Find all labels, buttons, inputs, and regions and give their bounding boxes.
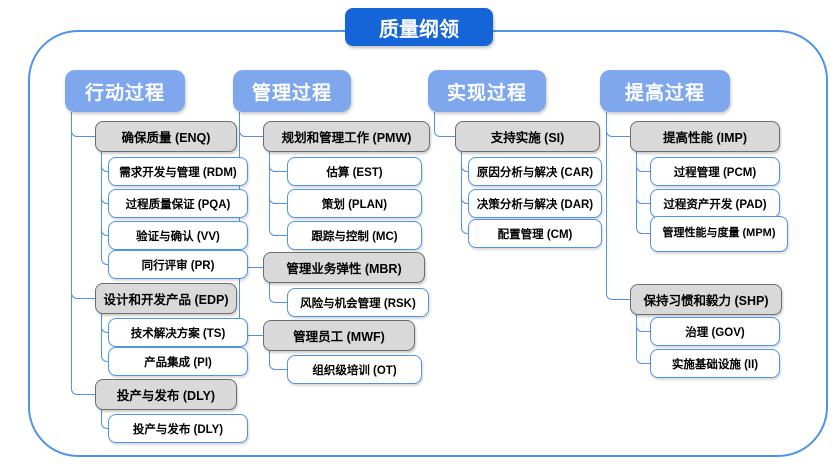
node-rsk: 风险与机会管理 (RSK) [287,288,429,317]
node-pcm: 过程管理 (PCM) [650,157,780,186]
node-edp: 设计和开发产品 (EDP) [95,283,237,314]
column-header-action: 行动过程 [65,70,185,112]
node-pi: 产品集成 (PI) [108,347,248,376]
node-imp: 提高性能 (IMP) [630,121,780,152]
node-pr: 同行评审 (PR) [108,250,248,279]
node-mc: 跟踪与控制 (MC) [287,221,422,250]
node-mbr: 管理业务弹性 (MBR) [263,252,425,283]
node-dly: 投产与发布 (DLY) [95,379,237,410]
connector-elbow [269,349,288,370]
node-mpm: 管理性能与度量 (MPM) [650,216,788,252]
node-pad: 过程资产开发 (PAD) [650,189,780,218]
node-rdm: 需求开发与管理 (RDM) [108,157,248,186]
connector-elbow [101,312,109,362]
node-shp: 保持习惯和毅力 (SHP) [630,284,782,315]
node-cm: 配置管理 (CM) [468,219,602,248]
node-pqa: 过程质量保证 (PQA) [108,189,248,218]
column-header-management: 管理过程 [233,70,351,112]
connector-elbow [71,112,96,395]
column-header-improvement: 提高过程 [600,70,730,112]
node-car: 原因分析与解决 (CAR) [468,157,602,186]
node-pmw: 规划和管理工作 (PMW) [263,121,430,152]
node-dly-sub: 投产与发布 (DLY) [108,414,248,443]
node-vv: 验证与确认 (VV) [108,221,248,250]
connector-elbow [606,112,631,300]
column-header-implementation: 实现过程 [428,70,546,112]
connector-elbow [461,150,469,234]
connector-elbow [101,408,109,429]
connector-elbow [636,313,651,364]
connector-elbow [434,112,456,137]
node-mwf: 管理员工 (MWF) [263,320,415,351]
node-enq: 确保质量 (ENQ) [95,121,237,152]
node-plan: 策划 (PLAN) [287,189,422,218]
node-dar: 决策分析与解决 (DAR) [468,189,602,218]
node-ts: 技术解决方案 (TS) [108,318,248,347]
node-si: 支持实施 (SI) [455,121,600,152]
connector-elbow [269,281,288,303]
node-est: 估算 (EST) [287,157,422,186]
diagram-title: 质量纲领 [345,8,493,46]
connector-elbow [636,150,651,234]
connector-elbow [101,150,109,265]
node-ot: 组织级培训 (OT) [287,355,422,384]
connector-elbow [269,150,288,236]
node-gov: 治理 (GOV) [650,317,780,346]
node-ii: 实施基础设施 (II) [650,349,780,378]
